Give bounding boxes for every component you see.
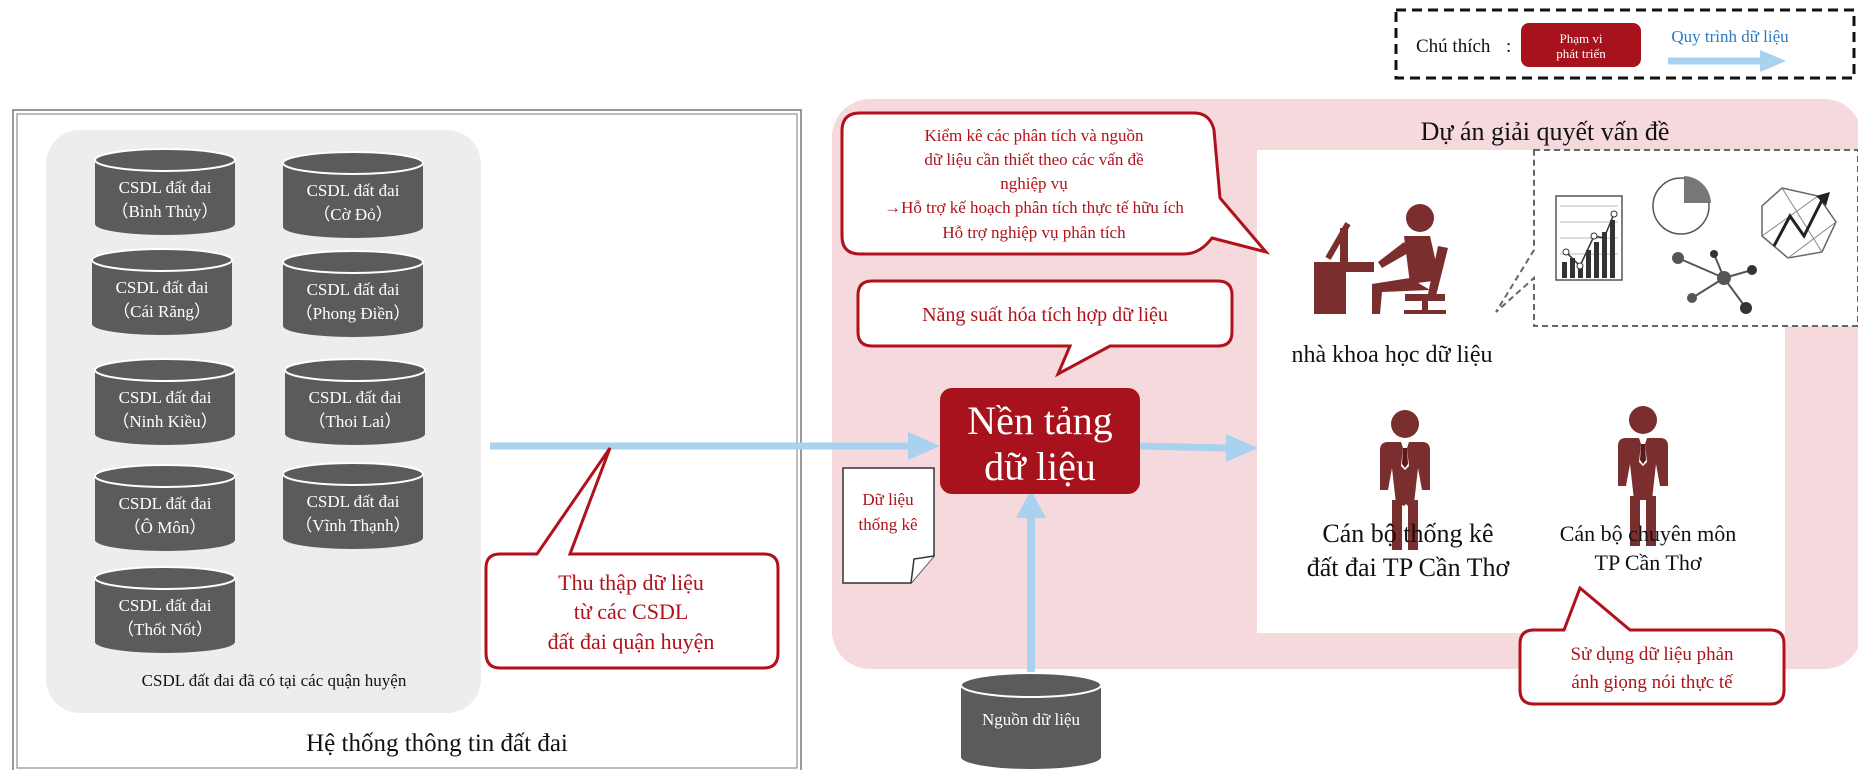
legend-flow-label: Quy trình dữ liệu xyxy=(1671,27,1789,46)
district-db-cylinder: CSDL đất đai （Vĩnh Thạnh） xyxy=(282,462,424,549)
platform-line1: Nền tảng xyxy=(967,398,1113,443)
data-source-label: Nguồn dữ liệu xyxy=(982,710,1080,729)
district-db-district: （Thốt Nốt） xyxy=(117,620,213,639)
callout-inventory-line5: Hỗ trợ nghiệp vụ phân tích xyxy=(942,223,1126,242)
district-db-cylinder: CSDL đất đai （Phong Điền） xyxy=(282,250,424,337)
district-db-district: （Bình Thủy） xyxy=(112,202,219,221)
district-db-name: CSDL đất đai xyxy=(119,388,212,407)
project-title: Dự án giải quyết vấn đề xyxy=(1421,117,1670,146)
district-db-district: （Thoi Lai） xyxy=(308,412,401,431)
district-db-name: CSDL đất đai xyxy=(307,492,400,511)
district-db-cylinder: CSDL đất đai （Thoi Lai） xyxy=(284,358,426,445)
officer1-line2: đất đai TP Cần Thơ xyxy=(1307,553,1511,582)
callout-voice-line2: ánh giọng nói thực tế xyxy=(1571,672,1733,693)
callout-inventory-line2: dữ liệu cần thiết theo các vấn đề xyxy=(924,150,1143,169)
district-db-cylinder: CSDL đất đai （Bình Thủy） xyxy=(94,148,236,235)
callout-voice: Sử dụng dữ liệu phản ánh giọng nói thực … xyxy=(1518,585,1786,706)
officer2-line2: TP Cần Thơ xyxy=(1595,550,1702,575)
district-db-cylinder: CSDL đất đai （Ô Môn） xyxy=(94,464,236,551)
callout-collect-line1: Thu thập dữ liệu xyxy=(558,570,704,595)
district-db-name: CSDL đất đai xyxy=(119,178,212,197)
trend-network-icon xyxy=(1761,187,1837,259)
callout-integration-text: Năng suất hóa tích hợp dữ liệu xyxy=(922,304,1168,326)
callout-integration: Năng suất hóa tích hợp dữ liệu xyxy=(856,279,1234,378)
district-db-district: （Ô Môn） xyxy=(124,518,207,537)
legend-flow-arrowhead xyxy=(1760,50,1786,72)
district-db-district: （Phong Điền） xyxy=(296,304,411,323)
stats-doc-line2: thống kê xyxy=(858,515,917,534)
statistics-officer-icon xyxy=(1380,410,1430,550)
legend-scope-line2: phát triển xyxy=(1556,46,1606,61)
platform-line2: dữ liệu xyxy=(984,444,1096,489)
callout-collect: Thu thập dữ liệu từ các CSDL đất đai quậ… xyxy=(484,447,780,670)
district-databases: CSDL đất đai （Bình Thủy） CSDL đất đai （Cờ Đ… xyxy=(91,148,426,653)
district-db-district: （Cái Răng） xyxy=(113,302,211,321)
data-scientist-icon xyxy=(1314,204,1448,314)
callout-inventory: Kiểm kê các phân tích và nguồn dữ liệu c… xyxy=(840,111,1271,256)
district-db-group-caption: CSDL đất đai đã có tại các quận huyện xyxy=(142,671,407,690)
district-db-name: CSDL đất đai xyxy=(309,388,402,407)
district-db-name: CSDL đất đai xyxy=(307,280,400,299)
land-info-system-title: Hệ thống thông tin đất đai xyxy=(306,730,568,757)
statistics-document: Dữ liệu thống kê xyxy=(842,467,935,584)
district-db-cylinder: CSDL đất đai （Ninh Kiều） xyxy=(94,358,236,445)
callout-inventory-line4: →Hỗ trợ kế hoạch phân tích thực tế hữu í… xyxy=(884,198,1184,217)
bar-line-chart-icon xyxy=(1555,195,1623,281)
callout-voice-line1: Sử dụng dữ liệu phản xyxy=(1570,644,1734,665)
district-db-cylinder: CSDL đất đai （Cờ Đỏ） xyxy=(282,151,424,238)
legend-scope-line1: Phạm vi xyxy=(1560,31,1603,46)
district-db-name: CSDL đất đai xyxy=(116,278,209,297)
district-db-district: （Ninh Kiều） xyxy=(112,412,217,431)
officer1-line1: Cán bộ thống kê xyxy=(1322,519,1493,548)
callout-collect-line2: từ các CSDL xyxy=(574,599,689,624)
legend: Chú thích : Phạm vi phát triển Quy trình… xyxy=(1394,8,1856,80)
district-db-name: CSDL đất đai xyxy=(119,596,212,615)
data-platform: Nền tảng dữ liệu xyxy=(940,388,1140,494)
legend-scope-swatch xyxy=(1521,23,1641,67)
district-db-name: CSDL đất đai xyxy=(119,494,212,513)
district-db-cylinder: CSDL đất đai （Cái Răng） xyxy=(91,248,233,335)
specialist-officer-icon xyxy=(1618,406,1668,546)
pie-chart-icon xyxy=(1652,176,1711,235)
legend-colon: : xyxy=(1506,36,1511,57)
district-db-district: （Vĩnh Thạnh） xyxy=(295,516,410,535)
officer2-line1: Cán bộ chuyên môn xyxy=(1560,521,1737,546)
district-db-district: （Cờ Đỏ） xyxy=(313,205,392,224)
data-source: Nguồn dữ liệu xyxy=(960,672,1102,769)
stats-doc-line1: Dữ liệu xyxy=(862,490,914,509)
callout-collect-line3: đất đai quận huyện xyxy=(548,629,715,654)
district-db-cylinder: CSDL đất đai （Thốt Nốt） xyxy=(94,566,236,653)
scientist-label: nhà khoa học dữ liệu xyxy=(1292,342,1493,368)
network-graph-icon xyxy=(1672,250,1757,314)
analysis-bubble xyxy=(1495,149,1858,327)
callout-inventory-line3: nghiệp vụ xyxy=(1000,174,1068,193)
district-db-name: CSDL đất đai xyxy=(307,181,400,200)
callout-inventory-line1: Kiểm kê các phân tích và nguồn xyxy=(924,126,1144,145)
legend-label: Chú thích xyxy=(1416,36,1491,57)
data-flow-arrows xyxy=(490,432,1258,676)
